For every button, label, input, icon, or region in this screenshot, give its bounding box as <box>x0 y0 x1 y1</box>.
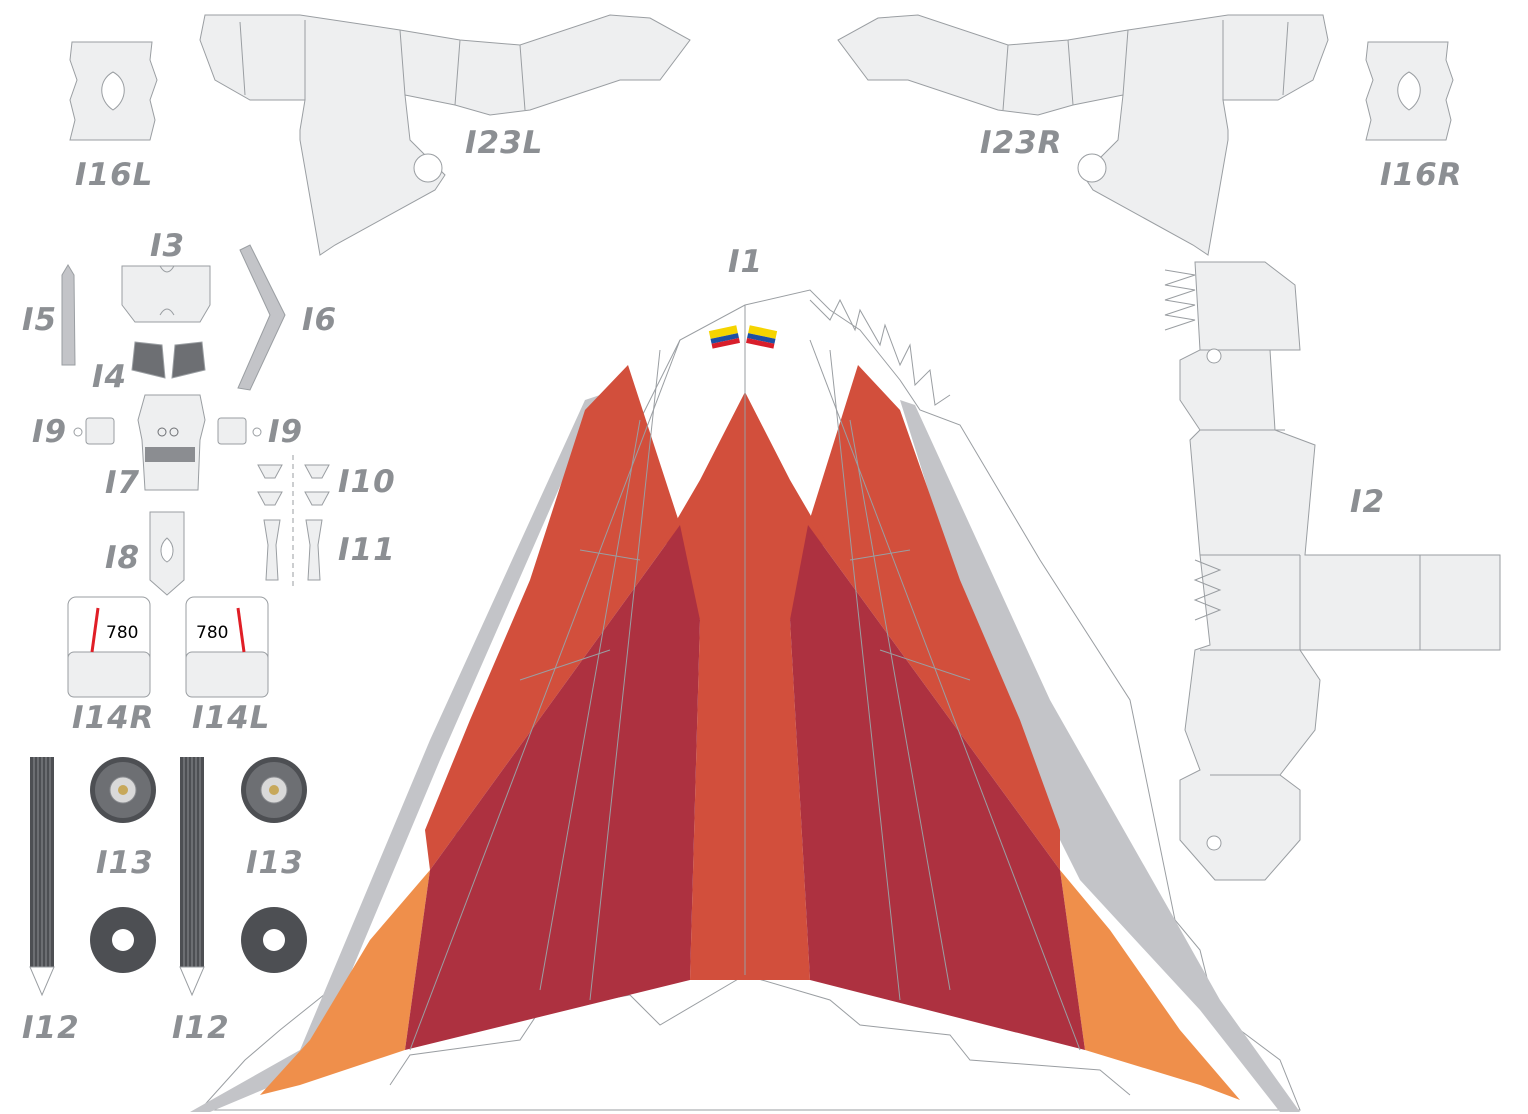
label-i23r: I23R <box>980 125 1063 161</box>
i14l-door-number: 780 <box>196 623 228 643</box>
label-i14l: I14L <box>192 700 270 736</box>
label-i5: I5 <box>22 302 57 338</box>
part-i2-fuselage <box>1164 261 1501 881</box>
part-i7 <box>137 394 206 491</box>
label-i6: I6 <box>302 302 337 338</box>
label-i16l: I16L <box>75 157 153 193</box>
part-i11 <box>263 519 323 581</box>
part-i4 <box>131 341 206 379</box>
label-i8: I8 <box>105 540 140 576</box>
label-i7: I7 <box>105 465 140 501</box>
part-i14r: 780 <box>67 596 151 698</box>
part-i16r <box>1365 41 1454 141</box>
label-i14r: I14R <box>72 700 155 736</box>
tire-icon <box>90 907 156 973</box>
part-i23r <box>837 14 1329 256</box>
left-panel-dark-red <box>405 525 700 1050</box>
part-i3 <box>121 265 211 323</box>
label-i1: I1 <box>728 244 763 280</box>
label-i16r: I16R <box>1380 157 1463 193</box>
i14r-door-number: 780 <box>106 623 138 643</box>
label-i13-top-left: I13 <box>96 845 154 881</box>
right-leading-edge <box>900 400 1300 1112</box>
part-i10 <box>257 455 330 590</box>
part-i1-wing <box>190 289 1301 1112</box>
label-i23l: I23L <box>465 125 543 161</box>
right-panel-dark-red <box>790 525 1085 1050</box>
part-i5 <box>61 264 76 366</box>
label-i11: I11 <box>338 532 396 568</box>
part-i12-right <box>179 757 205 997</box>
part-i23l <box>199 14 691 256</box>
tire-icon <box>241 907 307 973</box>
part-i9-left <box>73 417 115 445</box>
right-panel-red-orange <box>808 365 1060 870</box>
right-wingtip-orange <box>1060 870 1240 1100</box>
wheel-hub-icon <box>90 757 156 823</box>
label-i4: I4 <box>92 359 127 395</box>
part-i14l: 780 <box>185 596 269 698</box>
label-i10: I10 <box>338 464 396 500</box>
label-i12-right: I12 <box>172 1010 230 1046</box>
right-flag-icon <box>746 325 778 349</box>
label-i13-top-right: I13 <box>246 845 304 881</box>
left-flag-icon <box>708 325 740 349</box>
label-i9-right: I9 <box>268 414 303 450</box>
part-i6 <box>237 244 286 391</box>
left-leading-edge <box>190 395 600 1112</box>
part-i9-right <box>217 417 262 445</box>
label-i12-left: I12 <box>22 1010 80 1046</box>
part-i12-left <box>29 757 55 997</box>
part-i8 <box>149 511 185 596</box>
left-panel-red-orange <box>425 365 680 870</box>
label-i9-left: I9 <box>32 414 67 450</box>
label-i2: I2 <box>1350 484 1385 520</box>
wheel-hub-icon <box>241 757 307 823</box>
left-wingtip-orange <box>260 870 430 1095</box>
part-i16l <box>69 41 158 141</box>
label-i3: I3 <box>150 228 185 264</box>
